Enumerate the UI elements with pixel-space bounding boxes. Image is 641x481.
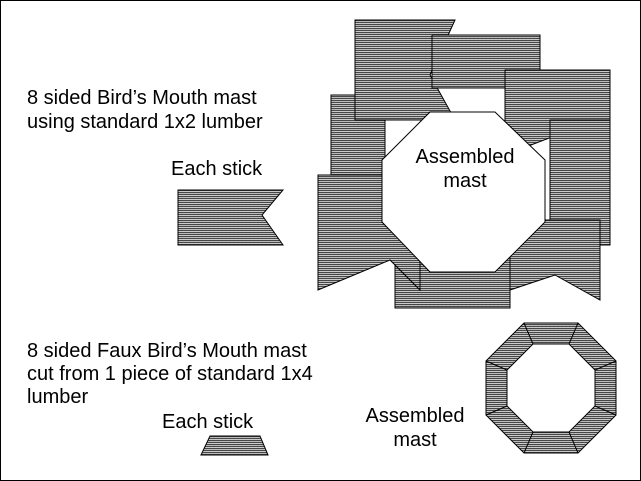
mast-stick-2 [354,19,456,121]
top-stick-label: Each stick [171,158,263,180]
top-title-line-1: 8 sided Bird’s Mouth mast [27,87,257,109]
top-assembled-label-line-1: Assembled [415,146,515,168]
top-title-line-2: using standard 1x2 lumber [27,111,263,133]
mast-hollow-core [381,111,546,273]
faux-stick [200,435,269,456]
faux-mast-joints [485,322,617,454]
birds-mouth-stick [177,189,285,246]
bottom-title-line-2: cut from 1 piece of standard 1x4 [27,363,313,385]
bottom-assembled-label-line-1: Assembled [365,405,465,427]
bottom-stick-label: Each stick [162,411,254,433]
bottom-title-line-1: 8 sided Faux Bird’s Mouth mast [27,340,307,362]
bottom-title-line-3: lumber [27,386,89,408]
assembled-birds-mouth-mast [317,19,611,309]
assembled-faux-mast [485,322,617,454]
top-assembled-label-line-2: mast [443,170,487,192]
mast-stick-5 [549,119,611,246]
bottom-assembled-label-line-2: mast [393,429,437,451]
